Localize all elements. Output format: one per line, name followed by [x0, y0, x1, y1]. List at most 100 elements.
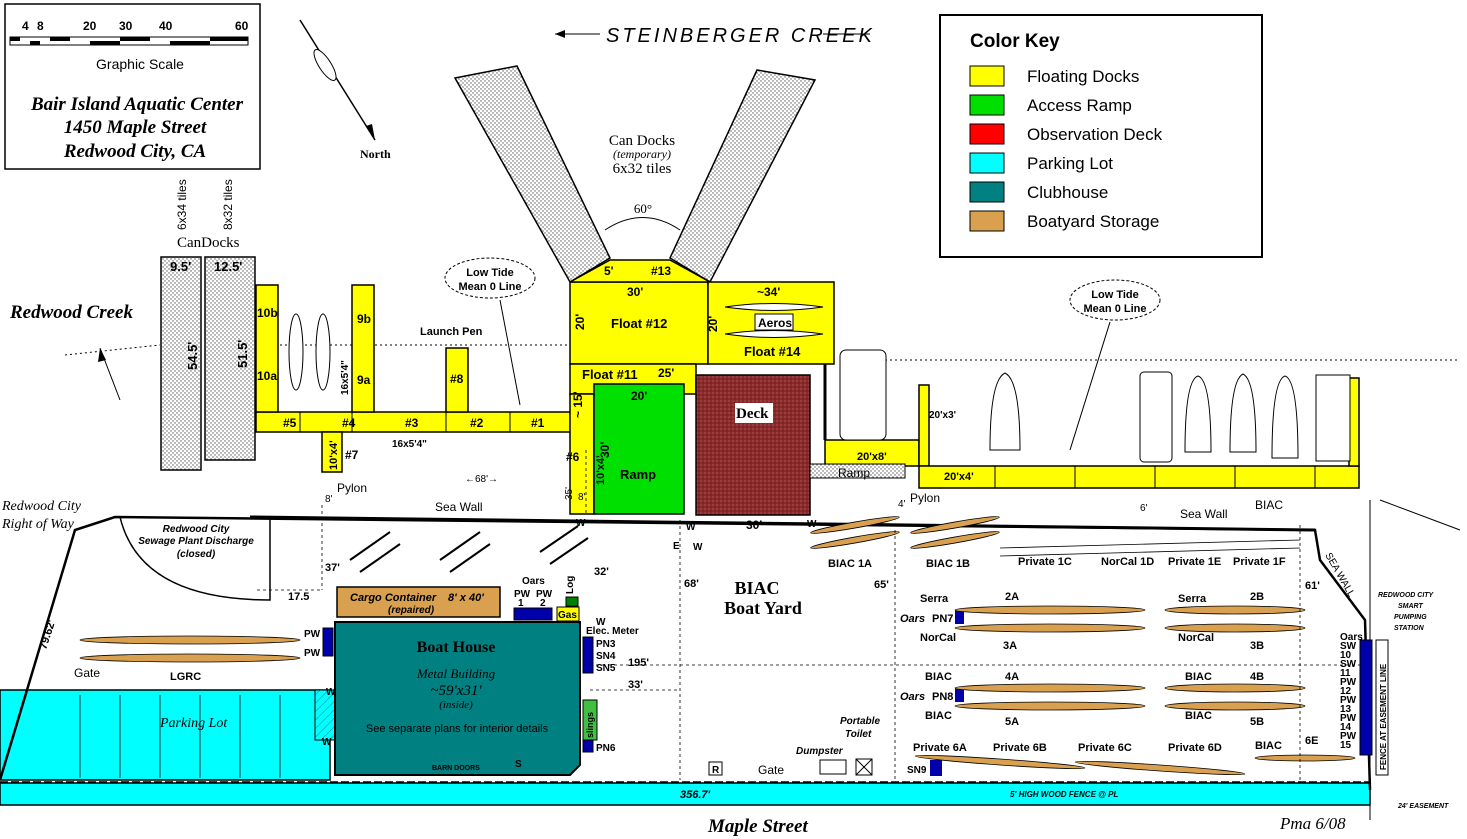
- right-rack-label: SW: [1340, 641, 1357, 652]
- candocks-tile-1: 6x34 tiles: [175, 179, 189, 230]
- title-line-2: 1450 Maple Street: [64, 117, 207, 138]
- observation-deck: [695, 374, 811, 516]
- elec-meter-label: Elec. Meter: [586, 626, 639, 637]
- pn6-rack: [582, 739, 594, 753]
- gate-2-label: Gate: [758, 763, 784, 777]
- barn-doors-label: BARN DOORS: [432, 765, 480, 772]
- pump-line-2: SMART: [1398, 603, 1423, 610]
- oars-pw-rack: [513, 607, 553, 621]
- float-11-width: 25': [658, 366, 674, 380]
- measure-175: 17.5: [288, 591, 309, 603]
- r-marker: R: [712, 765, 720, 776]
- w-marker-4: W: [686, 522, 696, 533]
- measure-3567: 356.7': [680, 789, 711, 801]
- dock-13-width: 5': [604, 264, 614, 278]
- rack-4b: 4B: [1250, 671, 1264, 683]
- scale-tick-20: 20: [83, 19, 97, 33]
- sea-wall-line: [249, 515, 1316, 532]
- rack-private-1c: Private 1C: [1018, 556, 1072, 568]
- scale-label: Graphic Scale: [96, 56, 184, 72]
- rack-norcal-2: NorCal: [1178, 632, 1214, 644]
- can-dock-95: [160, 256, 202, 471]
- w-marker-3: W: [322, 737, 332, 748]
- dock-10b-label: 10b: [257, 306, 278, 320]
- ramp-label: Ramp: [620, 467, 656, 482]
- measure-65: 65': [874, 579, 889, 591]
- float-14-label: Float #14: [744, 344, 801, 359]
- candocks-width-1: 9.5': [170, 259, 191, 274]
- candocks-height-1: 54.5': [185, 342, 200, 370]
- boat-4: [1184, 375, 1212, 453]
- low-tide-pointer-1: [499, 299, 521, 406]
- n2-label: 2: [540, 598, 546, 609]
- oars-label: Oars: [522, 576, 545, 587]
- rack-biac-1a: BIAC 1A: [828, 558, 872, 570]
- easement-edge: [1379, 499, 1461, 531]
- title-line-3: Redwood City, CA: [63, 141, 206, 162]
- rack-5a: 5A: [1005, 716, 1019, 728]
- right-rack-label: PW: [1340, 713, 1357, 724]
- parking-lot: [0, 689, 331, 781]
- w-marker-2: W: [596, 617, 606, 628]
- inside-label: (inside): [439, 699, 473, 711]
- right-rack-label: 14: [1340, 722, 1352, 733]
- shore-dots-left: [64, 344, 161, 356]
- boat-6: [1271, 375, 1299, 459]
- measure-4: 4': [898, 499, 906, 510]
- rack-2b: 2B: [1250, 591, 1264, 603]
- dock-20x8-label: 20'x8': [857, 451, 887, 463]
- can-docks-tiles: 6x32 tiles: [613, 161, 672, 177]
- steinberger-creek-label: STEINBERGER CREEK: [606, 25, 875, 47]
- measure-33: 33': [628, 679, 643, 691]
- scale-ticks: 4 8 20 30 40 60: [22, 19, 249, 33]
- angle-label: 60°: [634, 201, 652, 216]
- candocks-width-2: 12.5': [214, 259, 242, 274]
- cargo-size: 8' x 40': [448, 592, 484, 604]
- redwood-creek-label: Redwood Creek: [9, 302, 133, 323]
- log-box: [565, 596, 579, 607]
- slings-label: slings: [585, 712, 595, 738]
- rack-sn9: SN9: [907, 765, 927, 776]
- pump-line-3: PUMPING: [1394, 614, 1427, 621]
- ramp-height: 30': [598, 442, 612, 458]
- w-marker-5: W: [807, 519, 817, 530]
- candocks-height-2: 51.5': [235, 340, 250, 368]
- scale-tick-4: 4: [22, 19, 29, 33]
- biac-label: BIAC: [734, 578, 779, 598]
- measure-61: 61': [1305, 580, 1320, 592]
- boat-slot-1: [839, 349, 887, 441]
- redwood-arrow-head: [98, 348, 106, 362]
- metal-building-label: Metal Building: [416, 666, 496, 681]
- s-label: S: [515, 759, 522, 770]
- pw2-label: PW: [536, 589, 553, 600]
- sewage-line-3: (closed): [177, 549, 216, 560]
- scale-bar: [9, 36, 249, 46]
- rack-pn7: PN7: [932, 613, 953, 625]
- color-key-heading: Color Key: [970, 31, 1060, 52]
- deck-label-bg: [735, 403, 773, 423]
- launch-boat-1: [288, 313, 304, 391]
- can-dock-125: [204, 256, 256, 461]
- float-12-label: Float #12: [611, 316, 667, 331]
- scale-tick-8: 8: [37, 19, 44, 33]
- pylon-2-label: Pylon: [910, 491, 940, 505]
- can-docks-label: Can Docks: [609, 133, 675, 149]
- can-dock-left-arm: [453, 65, 611, 284]
- low-tide-bubble-2: [1069, 279, 1161, 321]
- dock-20x4-label: 20'x4': [944, 471, 974, 483]
- rack-6e: 6E: [1305, 735, 1318, 747]
- scale-tick-40: 40: [159, 19, 173, 33]
- rack-biac-5b: BIAC: [1185, 710, 1212, 722]
- pw-left-2: PW: [304, 648, 321, 659]
- low-tide-bubble-1: [444, 257, 536, 299]
- dock-7-label: #7: [345, 448, 359, 462]
- parking-lot-label: Parking Lot: [159, 716, 228, 731]
- rack-serra-2: Serra: [1178, 593, 1207, 605]
- pylon-1-label: Pylon: [337, 481, 367, 495]
- w-marker-6: W: [326, 687, 336, 698]
- float-11-height: ~ 15': [571, 391, 585, 418]
- easement-label: 24' EASEMENT: [1397, 803, 1449, 810]
- rack-3b: 3B: [1250, 640, 1264, 652]
- sewage-line-1: Redwood City: [163, 524, 230, 535]
